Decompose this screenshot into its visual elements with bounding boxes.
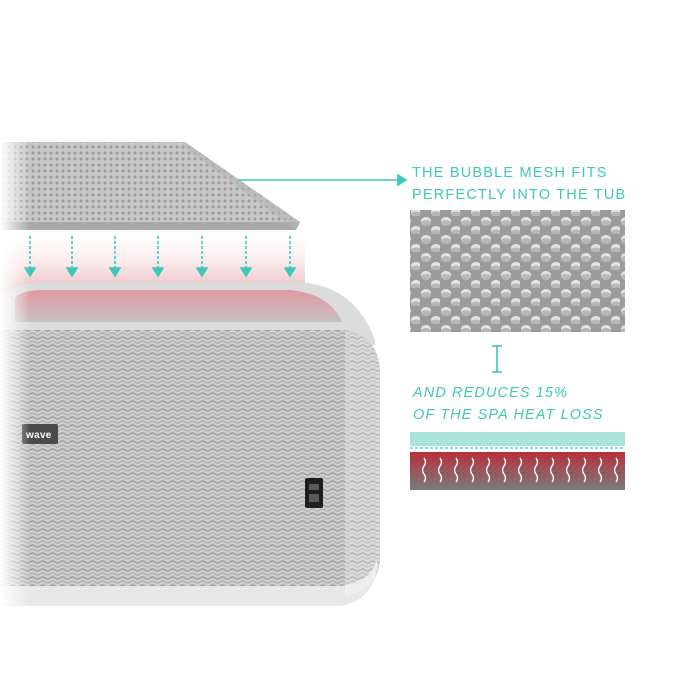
callout-leader [238, 173, 408, 187]
callout-mesh-fits: THE BUBBLE MESH FITS PERFECTLY INTO THE … [412, 162, 692, 206]
bubble-closeup-image [410, 210, 625, 332]
heat-loss-diagram [410, 432, 625, 490]
left-fade [0, 130, 30, 620]
connector-line [492, 345, 502, 373]
brand-label: wave [26, 430, 52, 441]
callout-heat-line-1: AND REDUCES 15% [413, 385, 569, 401]
bubble-mesh-cover [0, 142, 300, 230]
fastener-buckle-icon [305, 478, 323, 508]
callout-mesh-line-1: THE BUBBLE MESH FITS [412, 165, 608, 181]
callout-heat-line-2: OF THE SPA HEAT LOSS [413, 407, 604, 423]
heat-wave-icon [421, 457, 619, 483]
callout-heat-loss: AND REDUCES 15% OF THE SPA HEAT LOSS [413, 382, 693, 426]
spa-tub [0, 282, 380, 606]
callout-mesh-line-2: PERFECTLY INTO THE TUB [412, 187, 627, 203]
brand-tab [22, 424, 58, 444]
